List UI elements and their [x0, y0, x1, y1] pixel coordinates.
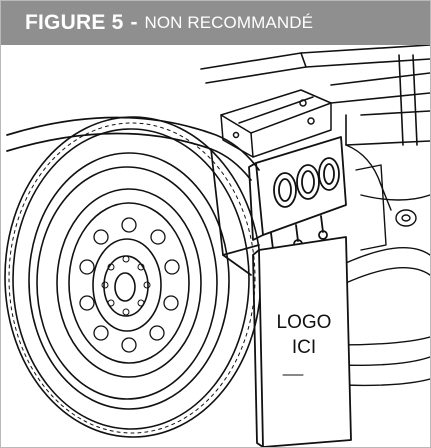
mudflap [252, 236, 352, 447]
mudflap-label: LOGO ICI [269, 310, 339, 360]
mudflap-label-line1: LOGO [276, 312, 332, 333]
figure-number: FIGURE 5 [25, 11, 124, 34]
upper-bracket [220, 89, 332, 158]
hub-bolts [101, 255, 151, 316]
truck-illustration: LOGO ICI [1, 45, 430, 447]
figure-header: FIGURE 5 - NON RECOMMANDÉ [1, 1, 430, 45]
lug-nuts [79, 217, 180, 353]
figure-separator: - [130, 11, 138, 34]
figure-caption: NON RECOMMANDÉ [144, 13, 314, 32]
tire-tread [8, 122, 256, 434]
fender [6, 116, 260, 276]
main-tire [4, 116, 262, 438]
truck-wheel-illustration [4, 45, 430, 447]
tail-light-cluster [248, 136, 347, 257]
chassis-rails [200, 45, 430, 146]
mudflap-label-line2: ICI [291, 337, 317, 358]
wheel-hub [56, 188, 202, 378]
